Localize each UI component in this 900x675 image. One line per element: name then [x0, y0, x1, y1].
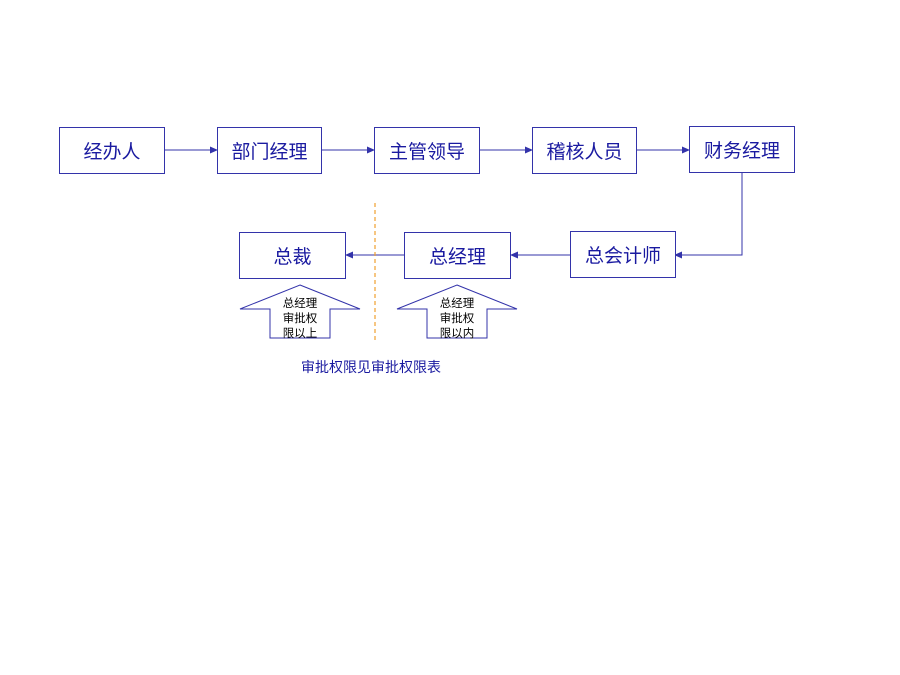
box-dept-manager: 部门经理 — [217, 127, 322, 174]
box-auditor: 稽核人员 — [532, 127, 637, 174]
box-chief-accountant: 总会计师 — [570, 231, 676, 278]
authority-within-line-3: 限以内 — [439, 326, 475, 340]
approval-authority-note: 审批权限见审批权限表 — [301, 360, 441, 376]
box-president: 总裁 — [239, 232, 346, 279]
authority-above-line-3: 限以上 — [282, 326, 318, 340]
authority-within-line-1: 总经理 — [439, 296, 475, 310]
box-applicant: 经办人 — [59, 127, 165, 174]
authority-within-arrow-shape — [396, 284, 518, 339]
box-finance-manager: 财务经理 — [689, 126, 795, 173]
authority-within-label: 总经理 审批权 限以内 — [397, 296, 517, 341]
authority-above-arrow-shape — [239, 284, 361, 339]
authority-above-line-2: 审批权 — [282, 311, 318, 325]
arrow-finance-manager-to-chief-accountant — [674, 173, 743, 259]
box-general-manager: 总经理 — [404, 232, 511, 279]
authority-above-line-1: 总经理 — [282, 296, 318, 310]
authority-above-label: 总经理 审批权 限以上 — [240, 296, 360, 341]
authority-within-line-2: 审批权 — [439, 311, 475, 325]
box-supervisor: 主管领导 — [374, 127, 480, 174]
